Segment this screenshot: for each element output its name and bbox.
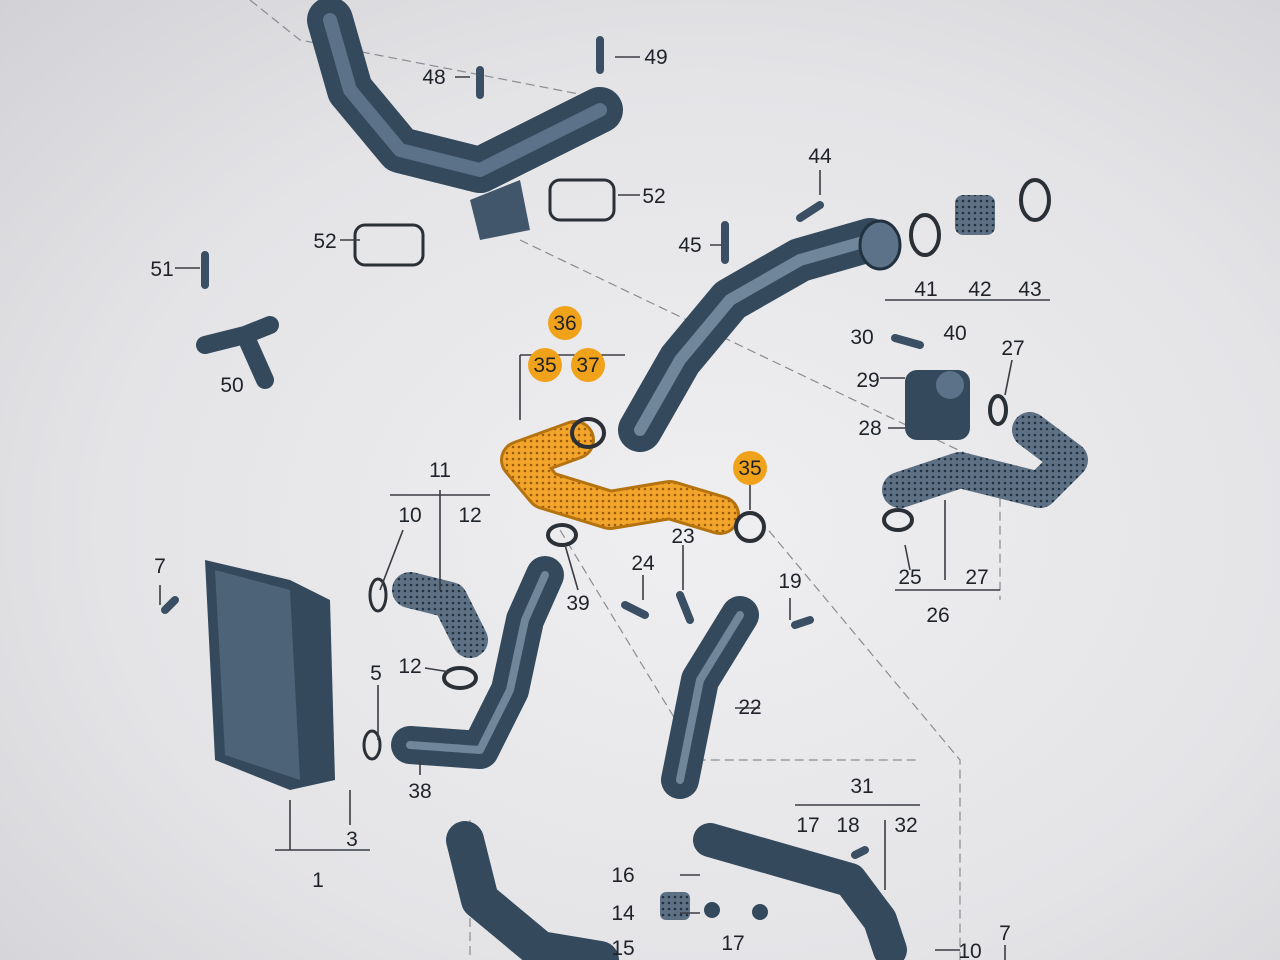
part-label-41[interactable]: 41: [914, 278, 937, 301]
part-label-10[interactable]: 10: [958, 940, 981, 960]
part-label-35[interactable]: 35: [533, 354, 556, 377]
hose-27: [882, 412, 1088, 508]
gasket-52-left: [353, 223, 425, 267]
clamp-35: [734, 511, 766, 543]
part-label-7[interactable]: 7: [999, 922, 1011, 945]
part-label-48[interactable]: 48: [422, 66, 445, 89]
part-label-19[interactable]: 19: [778, 570, 801, 593]
part-label-42[interactable]: 42: [968, 278, 991, 301]
part-label-39[interactable]: 39: [566, 592, 589, 615]
part-label-32[interactable]: 32: [894, 814, 917, 837]
part-label-45[interactable]: 45: [678, 234, 701, 257]
part-label-12[interactable]: 12: [458, 504, 481, 527]
hose-36-highlighted: [500, 420, 740, 535]
part-label-14[interactable]: 14: [611, 902, 635, 925]
part-label-38[interactable]: 38: [408, 780, 431, 803]
part-label-17[interactable]: 17: [796, 814, 819, 837]
part-label-24[interactable]: 24: [631, 552, 655, 575]
part-label-27[interactable]: 27: [1001, 337, 1024, 360]
part-label-3[interactable]: 3: [346, 828, 358, 851]
part-label-10[interactable]: 10: [398, 504, 421, 527]
part-label-49[interactable]: 49: [644, 46, 667, 69]
pipe-31: [693, 823, 907, 960]
part-label-52[interactable]: 52: [642, 185, 665, 208]
part-label-18[interactable]: 18: [836, 814, 859, 837]
small-parts: [161, 36, 1008, 920]
part-label-17[interactable]: 17: [721, 932, 744, 955]
part-label-36[interactable]: 36: [553, 312, 576, 335]
part-label-11[interactable]: 11: [429, 459, 451, 482]
highlight-marker: [571, 348, 605, 382]
part-label-27[interactable]: 27: [965, 566, 988, 589]
part-label-22[interactable]: 22: [738, 696, 761, 719]
part-label-31[interactable]: 31: [850, 775, 873, 798]
part-label-52[interactable]: 52: [313, 230, 336, 253]
part-label-7[interactable]: 7: [154, 555, 166, 578]
clamp-37: [570, 417, 606, 449]
part-label-25[interactable]: 25: [898, 566, 921, 589]
pipe-38: [391, 556, 564, 769]
leader-lines: [159, 56, 1050, 960]
part-label-26[interactable]: 26: [926, 604, 949, 627]
thermostat-housing-28: [905, 370, 970, 440]
part-label-28[interactable]: 28: [858, 417, 881, 440]
part-label-29[interactable]: 29: [856, 369, 879, 392]
part-label-35[interactable]: 35: [738, 457, 761, 480]
part-label-5[interactable]: 5: [370, 662, 382, 685]
part-label-15[interactable]: 15: [611, 937, 634, 960]
highlight-marker: [528, 348, 562, 382]
part-label-44[interactable]: 44: [808, 145, 832, 168]
part-label-30[interactable]: 30: [850, 326, 873, 349]
part-label-50[interactable]: 50: [220, 374, 243, 397]
gasket-52-right: [548, 178, 616, 222]
intake-manifold-part: [307, 0, 623, 240]
highlight-marker: [548, 306, 582, 340]
part-label-12[interactable]: 12: [398, 655, 421, 678]
coolant-pipe-main: [618, 218, 902, 452]
part-label-37[interactable]: 37: [576, 354, 599, 377]
part-label-40[interactable]: 40: [943, 322, 966, 345]
part-label-51[interactable]: 51: [150, 258, 173, 281]
pipe-lower: [446, 821, 619, 960]
part-label-16[interactable]: 16: [611, 864, 634, 887]
intercooler-1: [205, 560, 335, 790]
part-label-43[interactable]: 43: [1018, 278, 1041, 301]
hose-12: [392, 572, 488, 658]
part-label-23[interactable]: 23: [671, 525, 694, 548]
pipe-22: [661, 596, 759, 799]
clamps-41-43: [909, 178, 1051, 257]
part-label-1[interactable]: 1: [312, 869, 324, 892]
highlight-marker: [733, 451, 767, 485]
bracket-50: [196, 316, 279, 389]
